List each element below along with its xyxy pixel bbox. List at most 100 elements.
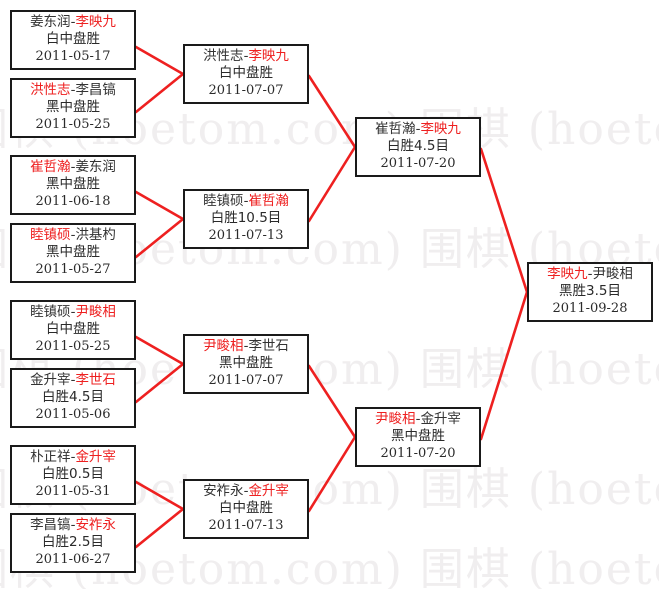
- match-date: 2011-05-17: [35, 49, 111, 64]
- player-left: 睦镇硕: [30, 304, 71, 320]
- player-left: 尹畯相: [203, 338, 244, 354]
- player-separator: -: [587, 266, 593, 282]
- match-players: 金升宰-李世石: [12, 372, 134, 389]
- bracket-connector: [134, 507, 185, 549]
- match-result: 黑胜3.5目: [559, 283, 621, 299]
- match-players: 崔哲瀚-李映九: [357, 121, 479, 138]
- player-separator: -: [415, 121, 421, 137]
- player-left: 洪性志: [30, 82, 71, 98]
- player-separator: -: [70, 304, 76, 320]
- player-right: 李世石: [75, 372, 116, 388]
- player-right: 尹畯相: [592, 266, 633, 282]
- player-separator: -: [70, 517, 76, 533]
- bracket-connector: [134, 190, 185, 221]
- player-left: 姜东润: [30, 14, 71, 30]
- match-date: 2011-07-07: [208, 83, 284, 98]
- match-box[interactable]: 安祚永-金升宰白中盘胜 2011-07-13: [183, 479, 309, 539]
- player-separator: -: [243, 338, 249, 354]
- player-right: 李昌镐: [75, 82, 116, 98]
- match-box[interactable]: 李映九-尹畯相黑胜3.5目 2011-09-28: [527, 262, 653, 322]
- player-separator: -: [70, 372, 76, 388]
- match-result: 白中盘胜: [219, 65, 273, 81]
- player-separator: -: [70, 14, 76, 30]
- match-players: 朴正祥-金升宰: [12, 449, 134, 466]
- match-players: 睦镇硕-尹畯相: [12, 304, 134, 321]
- player-right: 安祚永: [75, 517, 116, 533]
- match-result: 白胜10.5目: [210, 210, 282, 226]
- player-right: 金升宰: [248, 483, 289, 499]
- bracket-connector: [134, 335, 185, 366]
- match-date: 2011-05-25: [35, 339, 111, 354]
- bracket-connector: [307, 435, 357, 513]
- player-separator: -: [70, 159, 76, 175]
- match-result: 白胜0.5目: [42, 466, 104, 482]
- bracket-connector: [134, 480, 185, 511]
- player-left: 崔哲瀚: [30, 159, 71, 175]
- match-result: 白中盘胜: [46, 321, 100, 337]
- match-box[interactable]: 睦镇硕-尹畯相白中盘胜 2011-05-25: [10, 300, 136, 360]
- match-players: 安祚永-金升宰: [185, 483, 307, 500]
- player-right: 李映九: [75, 14, 116, 30]
- match-result: 黑中盘胜: [46, 99, 100, 115]
- match-result: 白胜2.5目: [42, 534, 104, 550]
- match-box[interactable]: 睦镇硕-崔哲瀚白胜10.5目 2011-07-13: [183, 189, 309, 249]
- player-separator: -: [70, 82, 76, 98]
- bracket-connector: [134, 45, 185, 76]
- match-players: 尹畯相-李世石: [185, 338, 307, 355]
- match-result: 白中盘胜: [219, 500, 273, 516]
- match-result: 黑中盘胜: [391, 428, 445, 444]
- match-date: 2011-07-13: [208, 228, 284, 243]
- player-separator: -: [243, 48, 249, 64]
- player-left: 尹畯相: [375, 411, 416, 427]
- bracket-connector: [479, 290, 529, 441]
- match-box[interactable]: 洪性志-李映九白中盘胜 2011-07-07: [183, 44, 309, 104]
- player-left: 洪性志: [203, 48, 244, 64]
- match-players: 睦镇硕-崔哲瀚: [185, 193, 307, 210]
- bracket-connector: [134, 72, 185, 114]
- match-date: 2011-07-20: [380, 446, 456, 461]
- player-left: 安祚永: [203, 483, 244, 499]
- player-right: 金升宰: [420, 411, 461, 427]
- match-players: 姜东润-李映九: [12, 14, 134, 31]
- match-date: 2011-06-27: [35, 552, 111, 567]
- player-right: 洪基杓: [75, 227, 116, 243]
- match-result: 白中盘胜: [46, 31, 100, 47]
- match-date: 2011-07-20: [380, 156, 456, 171]
- match-players: 李映九-尹畯相: [529, 266, 651, 283]
- bracket-connector: [307, 364, 357, 439]
- player-left: 睦镇硕: [203, 193, 244, 209]
- bracket-connector: [479, 147, 529, 294]
- player-left: 崔哲瀚: [375, 121, 416, 137]
- match-players: 洪性志-李昌镐: [12, 82, 134, 99]
- match-date: 2011-05-27: [35, 262, 111, 277]
- player-separator: -: [243, 193, 249, 209]
- player-right: 李映九: [420, 121, 461, 137]
- match-result: 黑中盘胜: [46, 244, 100, 260]
- match-result: 黑中盘胜: [46, 176, 100, 192]
- match-date: 2011-05-25: [35, 117, 111, 132]
- player-left: 朴正祥: [30, 449, 71, 465]
- player-separator: -: [70, 227, 76, 243]
- bracket-connector: [134, 362, 185, 404]
- match-box[interactable]: 崔哲瀚-姜东润黑中盘胜 2011-06-18: [10, 155, 136, 215]
- player-right: 李世石: [248, 338, 289, 354]
- match-date: 2011-09-28: [552, 301, 628, 316]
- player-right: 李映九: [248, 48, 289, 64]
- match-box[interactable]: 洪性志-李昌镐黑中盘胜 2011-05-25: [10, 78, 136, 138]
- player-right: 崔哲瀚: [248, 193, 289, 209]
- player-separator: -: [70, 449, 76, 465]
- player-left: 金升宰: [30, 372, 71, 388]
- match-date: 2011-06-18: [35, 194, 111, 209]
- player-right: 尹畯相: [75, 304, 116, 320]
- player-right: 姜东润: [75, 159, 116, 175]
- match-box[interactable]: 姜东润-李映九白中盘胜 2011-05-17: [10, 10, 136, 70]
- match-date: 2011-07-13: [208, 518, 284, 533]
